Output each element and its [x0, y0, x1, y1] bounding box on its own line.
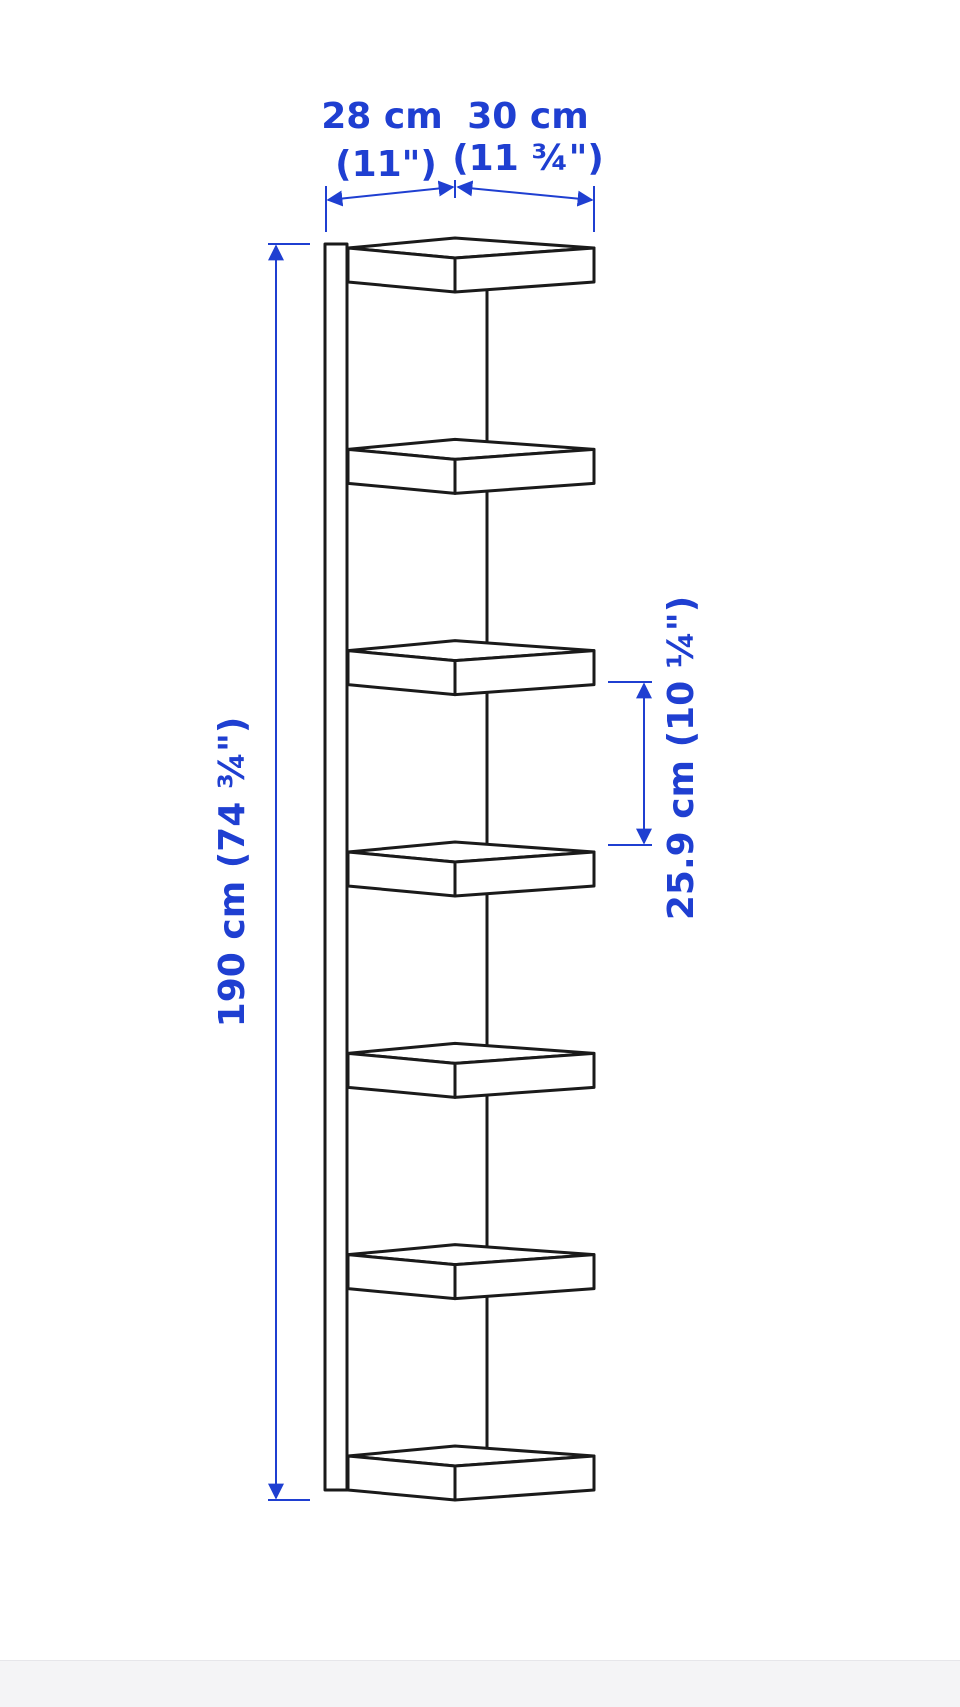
shelf [346, 639, 596, 697]
shelf [346, 840, 596, 898]
depth-imperial-label: (11") [335, 144, 437, 185]
shelf [346, 1444, 596, 1502]
depth-metric-label: 28 cm [321, 96, 442, 137]
height-label: 190 cm (74 ¾") [212, 717, 253, 1028]
shelf-unit [323, 236, 596, 1502]
shelf [346, 437, 596, 495]
shelf-spacing-dimension: 25.9 cm (10 ¼") [608, 596, 702, 920]
depth-dimension: 28 cm (11") [321, 96, 456, 232]
back-panel [323, 242, 349, 1492]
width-dimension: 30 cm (11 ¾") [452, 96, 604, 232]
wall-shelf-diagram: 28 cm (11") 30 cm (11 ¾") 190 cm (74 ¾")… [212, 96, 702, 1502]
shelf [346, 236, 596, 294]
shelf-spacing-label: 25.9 cm (10 ¼") [661, 596, 702, 920]
shelf [346, 1041, 596, 1099]
height-dimension: 190 cm (74 ¾") [212, 243, 310, 1501]
width-metric-label: 30 cm [467, 96, 588, 137]
shelf [346, 1243, 596, 1301]
bottom-bar [0, 1660, 960, 1707]
width-imperial-label: (11 ¾") [452, 138, 604, 179]
